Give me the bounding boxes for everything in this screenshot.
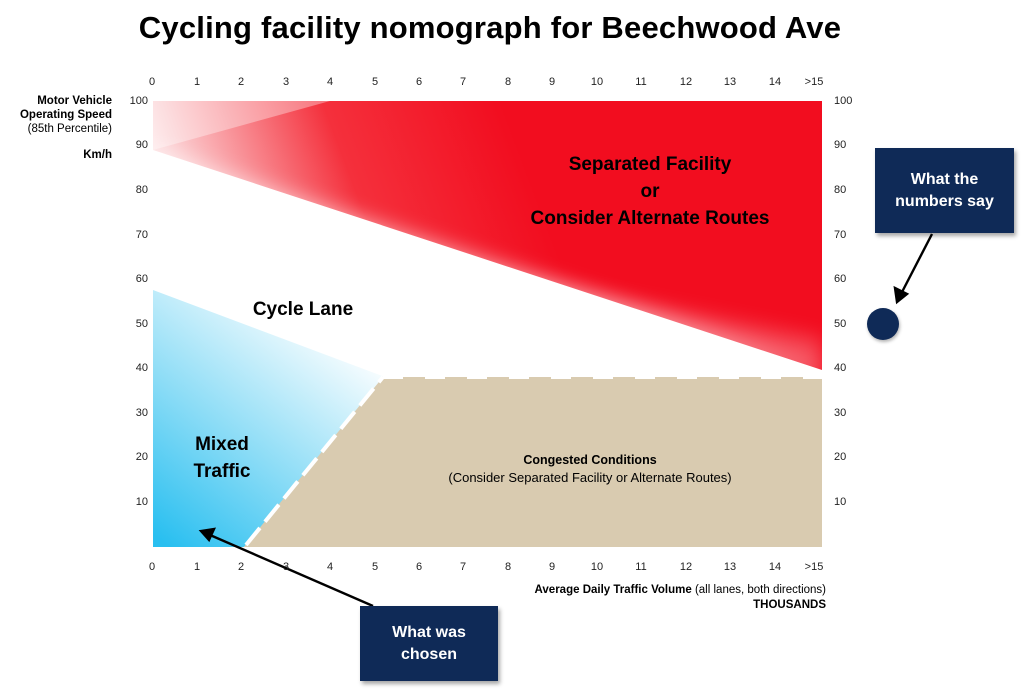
x-axis-unit: THOUSANDS bbox=[753, 599, 826, 611]
x-tick-bottom: 11 bbox=[635, 561, 647, 573]
x-tick-top: >15 bbox=[804, 76, 824, 88]
y-tick-right: 100 bbox=[834, 95, 853, 107]
x-tick-top: 8 bbox=[504, 76, 512, 88]
callout-chosen-line1: What was bbox=[392, 623, 466, 641]
x-tick-bottom: 6 bbox=[415, 561, 423, 573]
y-tick-right: 10 bbox=[834, 496, 847, 508]
x-tick-top: 0 bbox=[148, 76, 156, 88]
x-axis-label-bold: Average Daily Traffic Volume bbox=[534, 584, 692, 596]
x-tick-bottom: 4 bbox=[326, 561, 334, 573]
x-tick-top: 10 bbox=[590, 76, 604, 88]
y-tick-right: 70 bbox=[834, 229, 847, 241]
mixed-traffic-region bbox=[153, 290, 385, 547]
y-tick-left: 10 bbox=[135, 496, 148, 508]
y-tick-left: 100 bbox=[129, 95, 148, 107]
y-tick-left: 90 bbox=[135, 139, 148, 151]
x-tick-top: 9 bbox=[548, 76, 556, 88]
y-tick-right: 30 bbox=[834, 407, 847, 419]
callout-what-numbers-say: What the numbers say bbox=[875, 148, 1014, 233]
x-tick-bottom: 9 bbox=[548, 561, 556, 573]
x-tick-top: 11 bbox=[635, 76, 647, 88]
x-tick-bottom: 5 bbox=[371, 561, 379, 573]
mixed-label-line1: Mixed bbox=[195, 434, 249, 455]
x-tick-top: 1 bbox=[193, 76, 201, 88]
x-tick-bottom: 12 bbox=[679, 561, 693, 573]
x-tick-top: 2 bbox=[237, 76, 245, 88]
x-tick-bottom: 13 bbox=[723, 561, 737, 573]
y-tick-left: 60 bbox=[135, 273, 148, 285]
y-tick-right: 50 bbox=[834, 318, 847, 330]
y-axis-unit: Km/h bbox=[83, 149, 112, 161]
separated-label-line2: or bbox=[640, 181, 660, 202]
callout-numbers-line2: numbers say bbox=[895, 192, 994, 210]
arrow-chosen bbox=[198, 527, 374, 608]
x-tick-bottom: 1 bbox=[193, 561, 201, 573]
x-tick-top: 12 bbox=[679, 76, 693, 88]
numbers-marker-dot bbox=[867, 308, 899, 340]
x-tick-top: 7 bbox=[459, 76, 467, 88]
x-tick-bottom: 7 bbox=[459, 561, 467, 573]
x-tick-top: 4 bbox=[326, 76, 334, 88]
congested-conditions-region bbox=[244, 377, 822, 547]
x-tick-bottom: >15 bbox=[804, 561, 824, 573]
x-tick-bottom: 0 bbox=[148, 561, 156, 573]
separated-label-line3: Consider Alternate Routes bbox=[530, 208, 770, 229]
cycle-lane-label: Cycle Lane bbox=[252, 299, 354, 320]
y-tick-right: 60 bbox=[834, 273, 847, 285]
x-tick-top: 6 bbox=[415, 76, 423, 88]
callout-what-was-chosen: What was chosen bbox=[360, 606, 498, 681]
x-tick-bottom: 3 bbox=[282, 561, 290, 573]
congested-label-line1: Congested Conditions bbox=[523, 453, 657, 467]
y-axis-label-line3: (85th Percentile) bbox=[27, 123, 112, 135]
mixed-label-line2: Traffic bbox=[193, 461, 251, 482]
y-axis-label-line1: Motor Vehicle bbox=[37, 95, 112, 107]
arrow-numbers bbox=[893, 233, 934, 305]
y-tick-left: 50 bbox=[135, 318, 148, 330]
mixed-traffic-label: Mixed Traffic bbox=[172, 431, 272, 485]
x-tick-bottom: 2 bbox=[237, 561, 245, 573]
x-tick-top: 14 bbox=[768, 76, 782, 88]
congested-conditions-label: Congested Conditions (Consider Separated… bbox=[390, 451, 790, 487]
y-axis-label-line2: Operating Speed bbox=[19, 109, 112, 121]
page-title: Cycling facility nomograph for Beechwood… bbox=[138, 10, 842, 45]
x-tick-bottom: 14 bbox=[768, 561, 782, 573]
x-axis-label-rest: (all lanes, both directions) bbox=[691, 584, 826, 596]
x-tick-top: 13 bbox=[723, 76, 737, 88]
y-tick-right: 80 bbox=[834, 184, 847, 196]
y-tick-right: 20 bbox=[834, 451, 847, 463]
x-tick-top: 5 bbox=[371, 76, 379, 88]
y-tick-right: 90 bbox=[834, 139, 847, 151]
separated-label-line1: Separated Facility bbox=[568, 154, 732, 175]
x-tick-bottom: 8 bbox=[504, 561, 512, 573]
y-tick-left: 30 bbox=[135, 407, 148, 419]
y-tick-left: 70 bbox=[135, 229, 148, 241]
congested-label-line2: (Consider Separated Facility or Alternat… bbox=[448, 470, 732, 485]
separated-facility-label: Separated Facility or Consider Alternate… bbox=[500, 151, 800, 232]
callout-numbers-line1: What the bbox=[910, 170, 979, 188]
x-tick-top: 3 bbox=[282, 76, 290, 88]
y-tick-left: 40 bbox=[135, 362, 148, 374]
x-tick-bottom: 10 bbox=[590, 561, 604, 573]
y-tick-left: 20 bbox=[135, 451, 148, 463]
x-axis-label: Average Daily Traffic Volume (all lanes,… bbox=[535, 583, 826, 613]
callout-chosen-line2: chosen bbox=[400, 645, 457, 663]
y-tick-right: 40 bbox=[834, 362, 847, 374]
y-tick-left: 80 bbox=[135, 184, 148, 196]
y-axis-label: Motor Vehicle Operating Speed (85th Perc… bbox=[20, 94, 112, 162]
